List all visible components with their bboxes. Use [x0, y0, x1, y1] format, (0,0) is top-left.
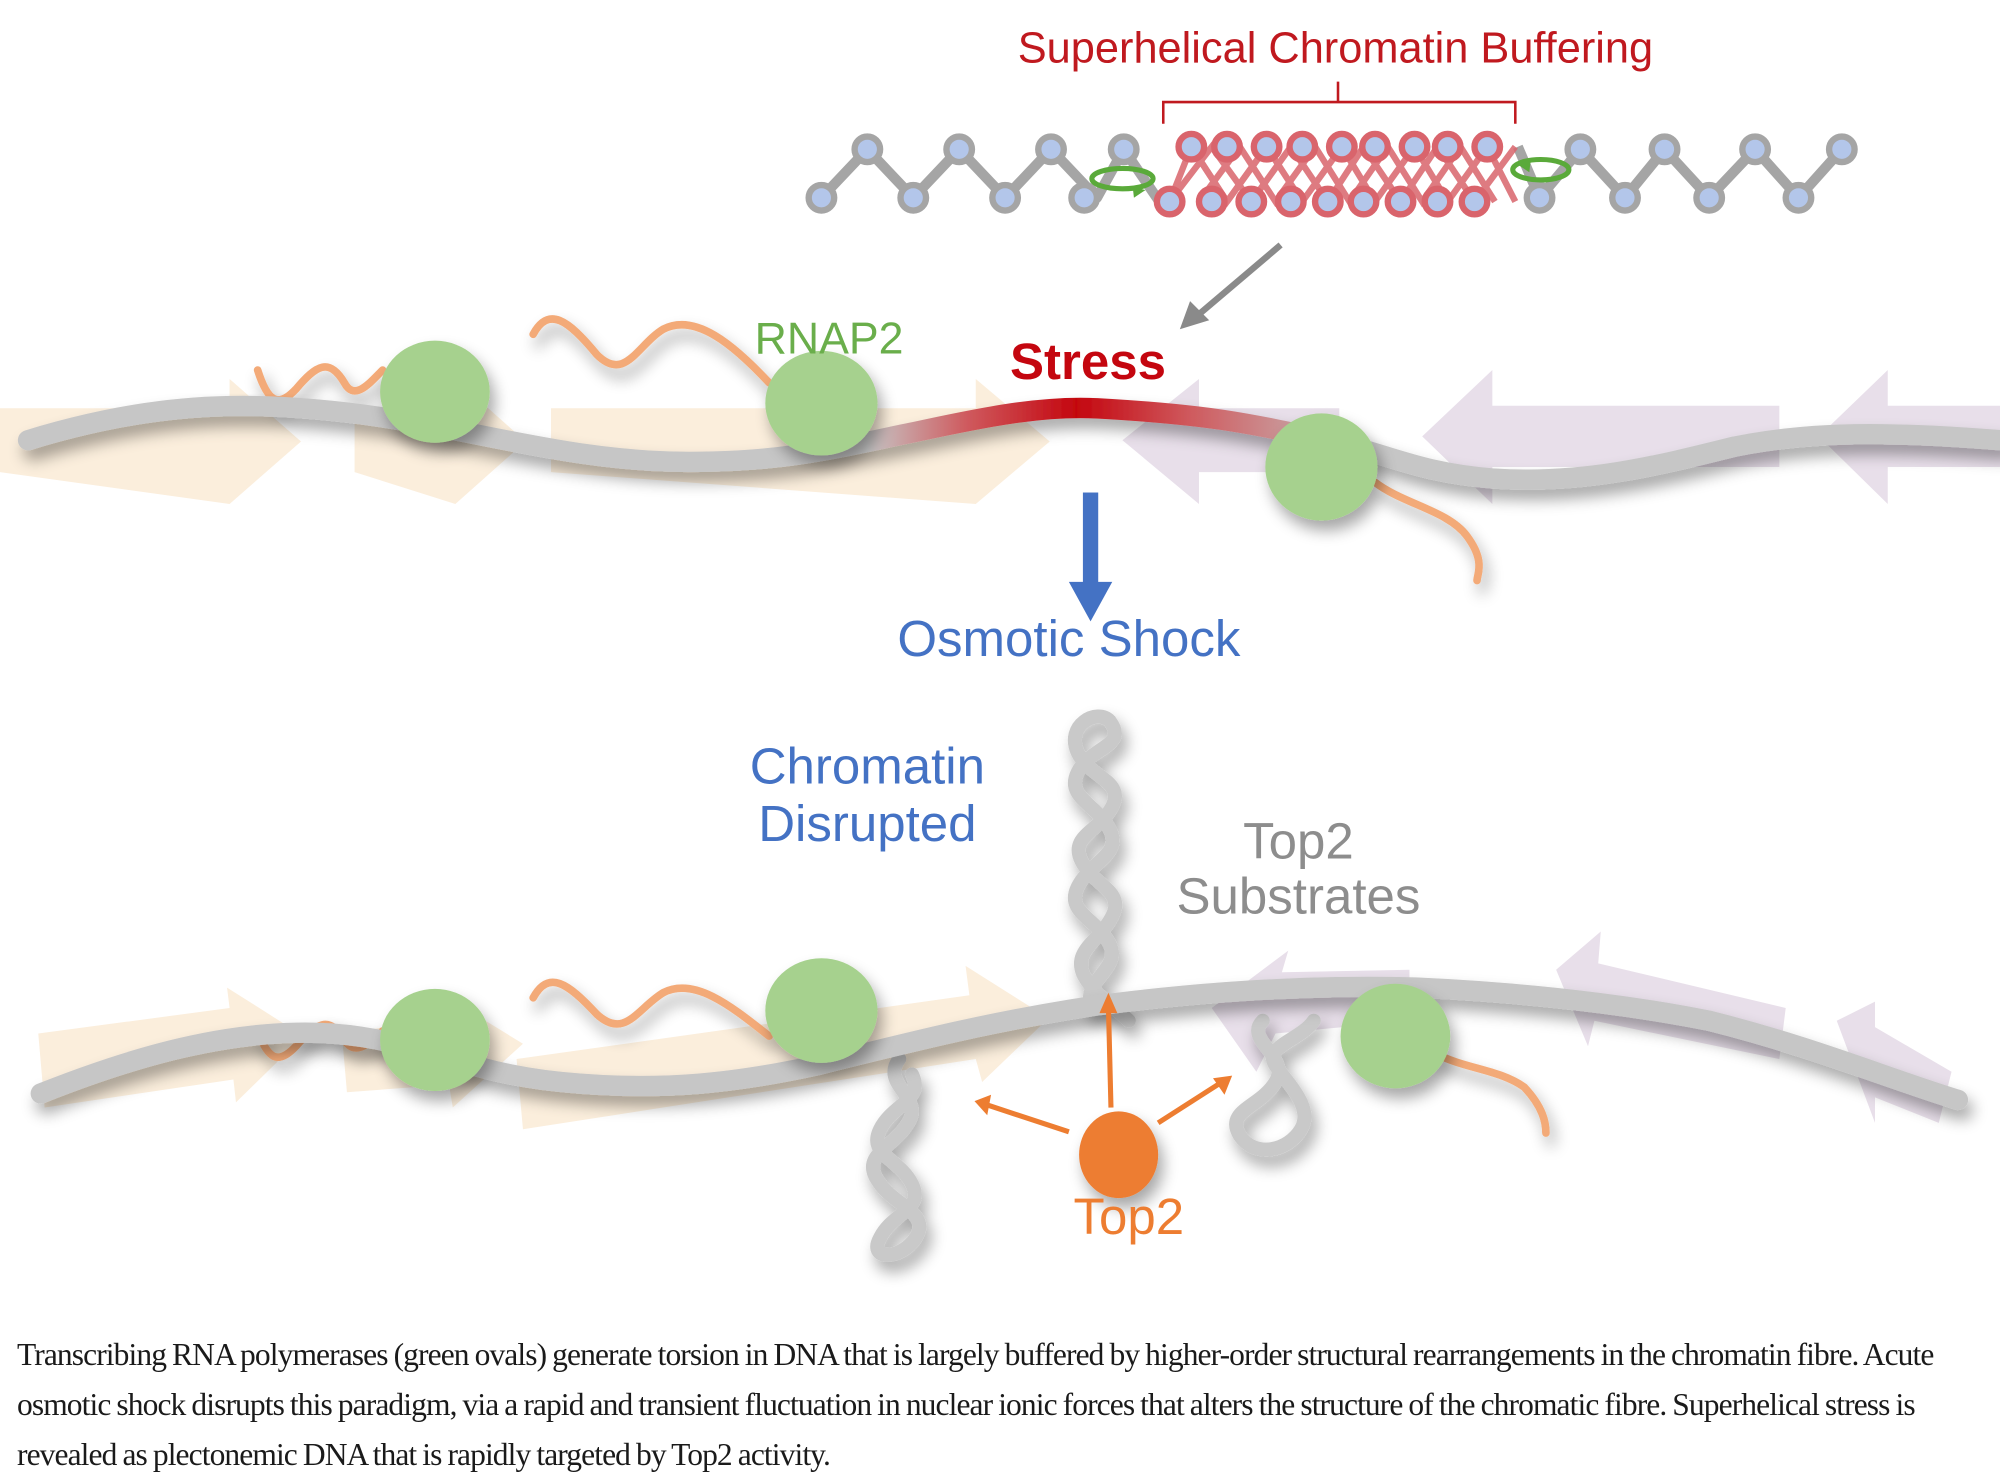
- rnap2-oval: [765, 958, 878, 1063]
- reverse-gene-arrows-lower: [1211, 931, 1952, 1123]
- rnap2-label: RNAP2: [755, 314, 904, 363]
- osmotic-shock-label: Osmotic Shock: [897, 610, 1240, 667]
- top2-arrows: [974, 992, 1233, 1135]
- chromatin-disrupted-label-line1: Chromatin: [750, 737, 985, 794]
- rnap2-polymerases: [380, 340, 1378, 521]
- chromatin-torsion-diagram: Superhelical Chromatin Buffering: [0, 25, 2000, 1262]
- rnap2-oval: [765, 350, 878, 456]
- bottom-panel: Top2 Chromatin Disrupted Top2 Substrates: [30, 709, 1969, 1262]
- rnap2-oval: [380, 340, 490, 443]
- rotation-arrow-right-icon: [1510, 156, 1572, 183]
- plectonemes: [865, 709, 1321, 1262]
- rna-strand: [1371, 478, 1483, 585]
- plectoneme-right: [1229, 1013, 1321, 1157]
- buffering-bracket: [1161, 81, 1517, 124]
- top-panel: Superhelical Chromatin Buffering: [805, 25, 1858, 330]
- rnap2-polymerases-lower: [380, 958, 1451, 1091]
- dna-strand-lower: [30, 976, 1969, 1111]
- figure-caption: Transcribing RNA polymerases (green oval…: [17, 1336, 1934, 1472]
- middle-panel: RNAP2 Stress Osmotic Shock: [0, 314, 2000, 667]
- top2-substrates-label-line1: Top2: [1243, 813, 1354, 870]
- rnap2-oval: [380, 988, 490, 1091]
- rna-strand: [529, 978, 773, 1040]
- pointer-arrow-icon: [1179, 242, 1283, 330]
- osmotic-shock-arrow-icon: [1068, 492, 1113, 622]
- buffering-title: Superhelical Chromatin Buffering: [1018, 25, 1653, 73]
- nucleosomes-grey: [805, 133, 1858, 214]
- top2-substrates-label-line2: Substrates: [1177, 868, 1421, 925]
- plectoneme-left: [865, 1052, 927, 1262]
- plectoneme-upper: [1067, 709, 1136, 1028]
- reverse-arrow: [1422, 370, 1780, 505]
- chromatin-disrupted-label-line2: Disrupted: [758, 795, 976, 852]
- top2-label: Top2: [1074, 1188, 1185, 1245]
- rna-strand: [529, 315, 773, 387]
- rna-strand: [253, 363, 387, 404]
- nucleosomes-red: [1153, 130, 1504, 218]
- rna-strand: [1432, 1050, 1550, 1137]
- top2-enzyme: [1079, 1111, 1159, 1199]
- rnap2-oval: [1265, 413, 1378, 521]
- rnap2-oval: [1340, 983, 1451, 1089]
- stress-label: Stress: [1010, 333, 1166, 390]
